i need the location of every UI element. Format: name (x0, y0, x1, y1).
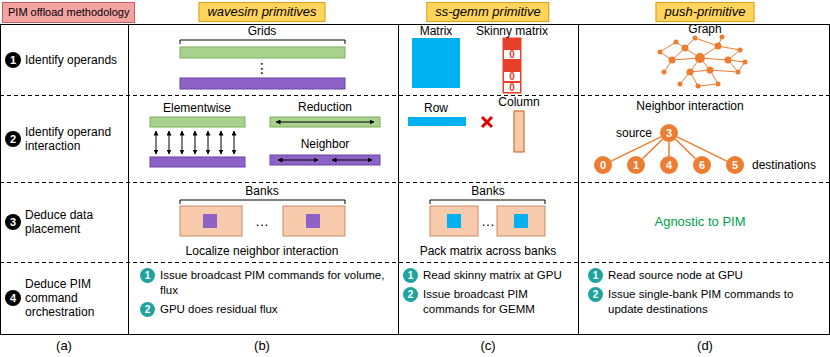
step-text: Deduce data placement (25, 208, 125, 236)
header-box: ss-gemm primitive (426, 2, 549, 22)
text-label: Column (498, 95, 539, 109)
cell-value: 0 (509, 82, 515, 93)
graph-edge (668, 142, 670, 156)
step-number: 4 (5, 290, 21, 306)
header-box: PIM offload methodology (2, 2, 135, 23)
node-id: 0 (600, 159, 606, 171)
matrix-cell: 0 (503, 82, 521, 93)
step-label: 1 Identify operands (5, 52, 125, 68)
node-id: 1 (633, 159, 639, 171)
graph-node: 1 (627, 156, 645, 174)
step-text: Identify operands (25, 53, 125, 67)
command-text: Read skinny matrix at GPU (423, 268, 576, 283)
callout-number: 2 (588, 287, 603, 302)
header-box: push-primitive (656, 2, 755, 22)
callout-number: 1 (588, 268, 603, 283)
command-text: Read source node at GPU (608, 268, 823, 283)
step-number: 2 (5, 131, 21, 147)
header-text: push-primitive (665, 4, 746, 19)
command-text: Issue single-bank PIM commands to update… (608, 287, 823, 317)
callout-number: 1 (140, 268, 155, 283)
command-step: 2 GPU does residual flux (140, 302, 390, 317)
text-label: Pack matrix across banks (420, 244, 557, 258)
callout-number: 2 (140, 302, 155, 317)
text-label: Reduction (298, 100, 352, 114)
text-label: Banks (245, 184, 278, 198)
graph-node: 6 (693, 156, 711, 174)
callout-number: 2 (403, 287, 418, 302)
step-text: Identify operand interaction (25, 125, 125, 153)
row-divider (0, 96, 830, 263)
matrix-cell: 0 (503, 71, 521, 82)
step-label: 2Identify operand interaction (5, 125, 125, 153)
step-label: 4Deduce PIM command orchestration (5, 277, 125, 319)
command-text: Issue broadcast PIM commands for volume,… (160, 268, 390, 298)
grid-bars (150, 47, 380, 167)
cell-value: 0 (509, 49, 515, 60)
command-step: 1 Read source node at GPU (588, 268, 823, 283)
text-label: Grids (248, 24, 277, 38)
cell-value: 0 (509, 71, 515, 82)
text-label: (b) (254, 338, 270, 354)
text-label: Row (424, 101, 448, 115)
command-step: 2 Issue single-bank PIM commands to updat… (588, 287, 823, 317)
text-label: … (255, 213, 269, 229)
text-label: Matrix (420, 24, 453, 38)
text-label: (a) (56, 338, 72, 354)
callout-number: 1 (403, 268, 418, 283)
text-label: (c) (480, 338, 495, 354)
text-label: destinations (752, 158, 816, 172)
graph-node: 4 (660, 156, 678, 174)
header-text: wavesim primitives (207, 4, 316, 19)
graph-node: 5 (726, 156, 744, 174)
graph-node: 3 (660, 124, 678, 142)
node-id: 6 (699, 159, 705, 171)
header-box: wavesim primitives (198, 2, 325, 22)
text-label: Graph (688, 22, 721, 36)
interaction-arrows (156, 122, 374, 160)
node-id: 5 (732, 159, 738, 171)
command-text: GPU does residual flux (160, 302, 390, 317)
command-step: 1 Issue broadcast PIM commands for volume… (140, 268, 390, 298)
header-text: ss-gemm primitive (435, 4, 540, 19)
node-id: 4 (666, 159, 672, 171)
text-label: source (616, 126, 652, 140)
text-label: Skinny matrix (476, 24, 548, 38)
command-step: 1 Read skinny matrix at GPU (403, 268, 576, 283)
bank-boxes (180, 206, 545, 236)
text-label: Banks (471, 184, 504, 198)
node-id: 3 (666, 127, 672, 139)
step-number: 1 (5, 52, 21, 68)
text-label: ⋮ (255, 60, 269, 76)
text-label: (d) (697, 338, 713, 354)
command-text: Issue broadcast PIM commands for GEMM (423, 287, 576, 317)
step-number: 3 (5, 214, 21, 230)
matrix-cell: 0 (503, 49, 521, 60)
text-label: … (481, 213, 495, 229)
text-label: Localize neighbor interaction (186, 244, 339, 258)
table-frame (1, 24, 830, 335)
graph-node: 0 (594, 156, 612, 174)
header-text: PIM offload methodology (8, 6, 129, 18)
text-label: Agnostic to PIM (654, 214, 745, 230)
graph-edge (676, 139, 696, 158)
text-label: Neighbor (301, 137, 350, 151)
step-label: 3Deduce data placement (5, 208, 125, 236)
text-label: Neighbor interaction (636, 99, 743, 113)
graph-edge (643, 139, 663, 158)
graph-illustration (658, 35, 748, 89)
command-step: 2 Issue broadcast PIM commands for GEMM (403, 287, 576, 317)
text-label: Elementwise (163, 101, 231, 115)
step-text: Deduce PIM command orchestration (25, 277, 125, 319)
